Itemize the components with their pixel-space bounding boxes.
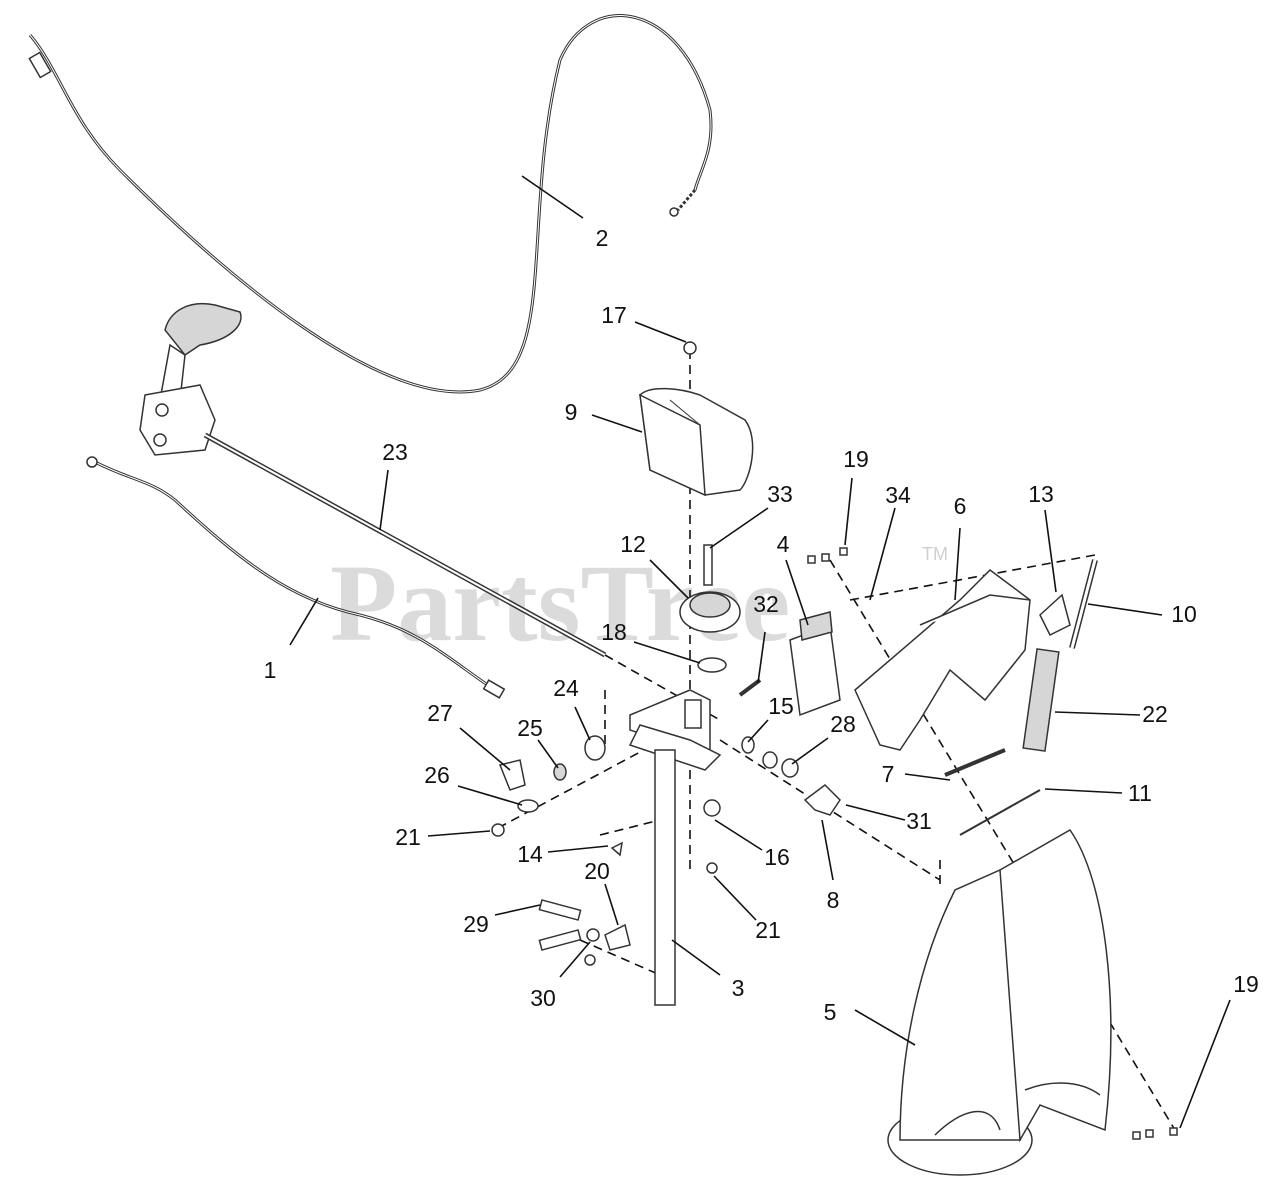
washer-18	[697, 657, 727, 673]
callout-19b: 19	[1233, 971, 1259, 997]
callout-17: 17	[601, 302, 627, 328]
clips-19	[807, 547, 1178, 1140]
callout-10: 10	[1171, 601, 1197, 627]
callout-16: 16	[764, 844, 790, 870]
callout-21a: 21	[395, 824, 421, 850]
callout-25: 25	[517, 715, 543, 741]
callout-12: 12	[620, 531, 646, 557]
bevel-gear	[679, 544, 741, 633]
callout-5: 5	[824, 999, 837, 1025]
callout-labels: 1 2 3 4 5 6 7 8 9 10 11 12 13 14 15 16 1…	[264, 225, 1259, 1025]
callout-11: 11	[1128, 780, 1152, 806]
callout-7: 7	[882, 761, 895, 787]
deflector-clip	[1039, 593, 1071, 637]
chute-bracket	[789, 611, 841, 717]
ratchet-8	[803, 784, 841, 816]
control-cable-upper	[28, 14, 713, 394]
callout-28: 28	[830, 711, 856, 737]
callout-19a: 19	[843, 446, 869, 472]
callout-3: 3	[732, 975, 745, 1001]
callout-30: 30	[530, 985, 556, 1011]
deflector-rod	[1069, 559, 1098, 649]
callout-1: 1	[264, 657, 277, 683]
mounting-bracket	[628, 689, 722, 1006]
callout-18: 18	[601, 619, 627, 645]
callout-33: 33	[767, 481, 793, 507]
control-cable-lower	[86, 456, 506, 699]
callout-22: 22	[1142, 701, 1168, 727]
callout-32: 32	[753, 591, 779, 617]
callout-8: 8	[827, 887, 840, 913]
callout-20: 20	[584, 858, 610, 884]
callout-24: 24	[553, 675, 579, 701]
callout-2: 2	[596, 225, 609, 251]
callout-26: 26	[424, 762, 450, 788]
callout-14: 14	[517, 841, 543, 867]
callout-27: 27	[427, 700, 453, 726]
spring	[1022, 648, 1060, 752]
callout-23: 23	[382, 439, 408, 465]
gear-cover	[639, 387, 754, 497]
screw-32	[738, 678, 762, 697]
callout-13: 13	[1028, 481, 1054, 507]
callout-9: 9	[565, 399, 578, 425]
pin-7	[944, 748, 1006, 777]
discharge-chute	[887, 829, 1112, 1176]
callout-34: 34	[885, 482, 911, 508]
chute-deflector	[854, 569, 1031, 751]
pin-11	[959, 789, 1041, 836]
callout-15: 15	[768, 693, 794, 719]
chute-rod	[203, 432, 607, 658]
watermark-tm: TM	[922, 544, 948, 564]
callout-6: 6	[954, 493, 967, 519]
chute-control-handle	[139, 303, 242, 456]
callout-4: 4	[777, 531, 790, 557]
callout-21b: 21	[755, 917, 781, 943]
callout-29: 29	[463, 911, 489, 937]
callout-31: 31	[906, 808, 932, 834]
leader-lines	[289, 175, 1231, 1129]
